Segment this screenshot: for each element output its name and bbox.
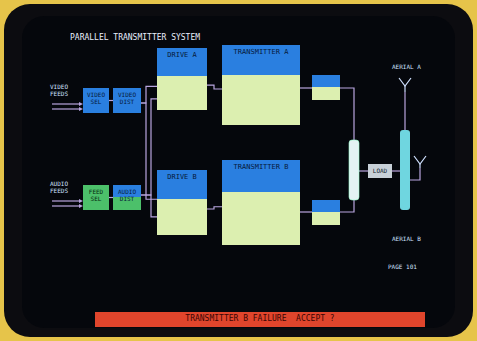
distribution-box: AUDIO DIST: [113, 185, 141, 210]
node-label: DRIVE A: [167, 52, 197, 60]
signal-wire: [141, 99, 157, 195]
transmitter-box: TRANSMITTER B: [222, 160, 300, 245]
rf-wires: [300, 88, 420, 212]
transmitter-box: TRANSMITTER A: [222, 45, 300, 125]
signal-wire: [141, 86, 157, 103]
combiner-units: [349, 130, 410, 210]
selector-box: FEED SEL: [83, 185, 109, 210]
signal-wire: [141, 195, 157, 217]
signal-wire: [207, 207, 222, 209]
screen-label: PAGE 101: [388, 264, 428, 271]
screen-label: AUDIO FEEDS: [50, 181, 78, 194]
selector-box: VIDEO SEL: [83, 88, 109, 113]
screen-label: AERIAL B: [392, 236, 432, 243]
node-label: TRANSMITTER B FAILURE ACCEPT ?: [185, 315, 334, 324]
screen-label: VIDEO FEEDS: [50, 84, 78, 97]
drive-box: DRIVE A: [157, 48, 207, 110]
node-label: VIDEO SEL: [85, 92, 107, 105]
screen-title: PARALLEL TRANSMITTER SYSTEM: [70, 34, 200, 43]
node-label: TRANSMITTER A: [234, 49, 289, 57]
status-bar: TRANSMITTER B FAILURE ACCEPT ?: [95, 312, 425, 327]
output-filters: [312, 75, 340, 225]
load-box: LOAD: [368, 164, 392, 178]
node-label: AUDIO DIST: [115, 189, 139, 202]
node-label: LOAD: [373, 168, 387, 175]
monitor-bezel: [4, 4, 473, 337]
node-label: TRANSMITTER B: [234, 164, 289, 172]
node-label: FEED SEL: [85, 189, 107, 202]
drive-box: DRIVE B: [157, 170, 207, 235]
distribution-box: VIDEO DIST: [113, 88, 141, 113]
screen: [22, 16, 455, 328]
node-label: DRIVE B: [167, 174, 197, 182]
signal-wire: [207, 85, 222, 89]
screen-label: AERIAL A: [392, 64, 432, 71]
aerial-symbols: [399, 78, 426, 168]
signal-wire: [141, 103, 157, 199]
node-label: VIDEO DIST: [115, 92, 139, 105]
